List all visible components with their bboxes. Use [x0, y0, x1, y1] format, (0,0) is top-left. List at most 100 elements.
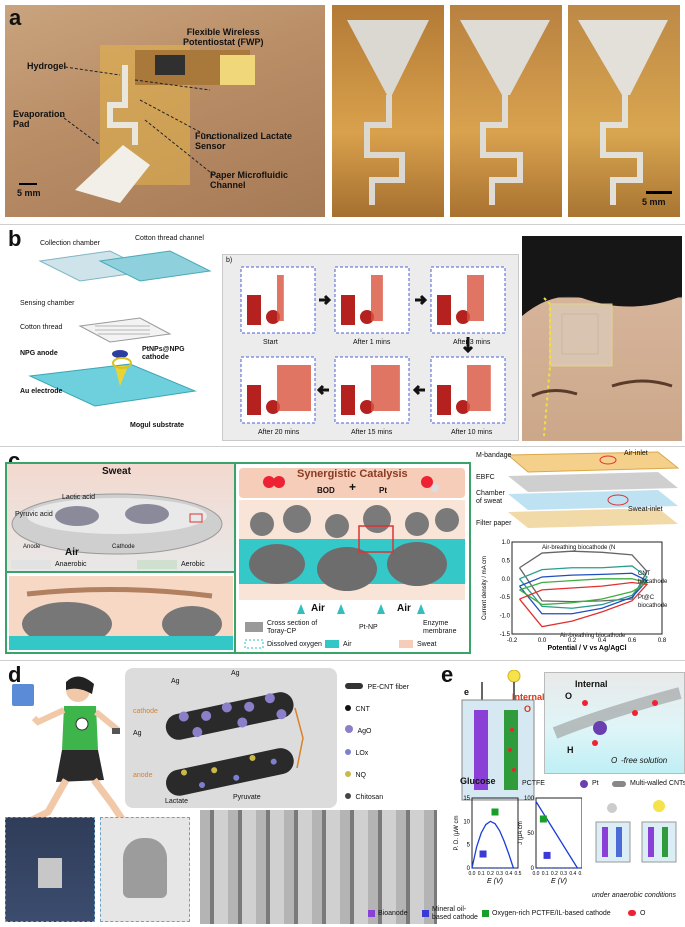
pe-x-tick-label: 0.3: [496, 871, 503, 877]
glove-photo: [100, 817, 190, 922]
channel-illustration-4: [578, 20, 668, 205]
legend-sweat: Sweat: [417, 641, 437, 648]
legend-enzyme: Enzyme membrane: [423, 620, 457, 635]
aerobic-label: Aerobic: [181, 561, 205, 568]
timeline-progress: [467, 365, 491, 411]
timeline-arrow: [415, 294, 428, 306]
step-label-1: Start: [263, 339, 278, 346]
cnt-legend-icon: [612, 781, 626, 787]
o2-free-rest-label: -free solution: [621, 756, 668, 765]
divider-bc: [0, 446, 685, 447]
internal-o2-label: O: [524, 704, 532, 714]
timeline-frames: [240, 266, 506, 424]
step-label-3: After 3 mins: [453, 339, 491, 346]
collection-chamber-annotation: Collection chamber: [40, 240, 100, 247]
divider-ab: [0, 224, 685, 225]
cv-ptc-annotation: Pt@C biocathode: [638, 595, 668, 609]
cv-x-tick-label: 0.2: [568, 638, 577, 644]
cv-y-tick-label: -1.0: [500, 614, 511, 620]
mid-air-label-1: Air: [311, 603, 325, 614]
mineral-label: Mineral oil- based cathode: [432, 906, 478, 921]
cv-x-tick-label: 0.8: [658, 638, 667, 644]
legend-row-cnt: CNT: [345, 698, 370, 716]
lactic-acid-label: Lactic acid: [62, 494, 96, 501]
forehead-illustration: [522, 236, 682, 437]
o2-free-label: O: [611, 756, 618, 765]
panel-a-label: a: [9, 5, 22, 30]
ebfc-label: EBFC: [476, 474, 495, 481]
cv-y-axis-label: Current density / mA cm: [482, 556, 488, 620]
pe-x-tick-label: 0.3: [560, 871, 567, 877]
cv-x-tick-label: -0.2: [507, 638, 518, 644]
hydrogel-annotation: Hydrogel: [27, 61, 67, 71]
pe-x-tick-label: 0.5: [515, 871, 522, 877]
panel-e-label: e: [441, 662, 454, 687]
zoom-illustration: [552, 687, 682, 746]
legend-pctfe: PCTFE: [522, 780, 545, 787]
pe-y-axis-label: P. D. (μW cm: [454, 815, 460, 850]
pe-marker: [539, 815, 547, 823]
mogul-substrate-annotation: Mogul substrate: [130, 422, 185, 429]
legend-ag2o-sub: O: [366, 728, 372, 735]
legend-air: Air: [343, 641, 352, 648]
step-label-2: After 1 mins: [353, 339, 391, 346]
sensing-chamber-annotation: Sensing chamber: [20, 300, 75, 307]
cv-series-2: [518, 565, 648, 609]
h2o-label: H: [567, 745, 574, 755]
pe-x-tick-label: 0.2: [487, 871, 494, 877]
timeline-sensing: [360, 400, 374, 414]
pt-legend-icon: [580, 780, 588, 788]
pe-x-tick-label: 0.4: [569, 871, 576, 877]
timeline-collection: [437, 295, 451, 325]
pe-x-tick-label: 0.4: [505, 871, 512, 877]
left-air-label: Air: [65, 547, 79, 558]
timeline-collection: [437, 385, 451, 415]
pe-marker: [491, 808, 499, 816]
legend-row-pe-cnt: PE-CNT fiber: [345, 676, 409, 694]
zoom-inset: Internal O H O -free solution: [544, 672, 685, 774]
anode-label: anode: [133, 772, 153, 779]
timeline-collection: [247, 385, 261, 415]
timeline-sensing: [266, 400, 280, 414]
forehead-photo: [522, 236, 682, 441]
timeline-collection: [341, 295, 355, 325]
pe-y-tick-label: 100: [524, 796, 535, 802]
paper-channel-annotation: Paper Microfluidic Channel: [210, 170, 289, 190]
cnt-swatch: [345, 705, 351, 711]
legend-ptnp: Pt-NP: [359, 624, 378, 631]
pt-label: Pt: [379, 486, 387, 495]
cv-x-tick-label: 0.4: [598, 638, 607, 644]
ag2o-label-1: Ag: [171, 678, 180, 685]
cv-y-tick-label: 0.5: [502, 558, 511, 564]
left-anode-label: Anode: [23, 544, 41, 550]
cv-cnt-annotation: CNT biocathode: [638, 571, 668, 585]
chitosan-swatch: [345, 793, 351, 799]
panel-c-diagram-frame: Sweat Synergistic Catalysis Lactic acid …: [5, 462, 471, 654]
timeline-progress: [371, 365, 400, 411]
panel-d-legend: PE-CNT fiber CNT AgO LOx NQ Chitosan: [345, 676, 437, 806]
panel-b-timeline: b) Start After 1 mins After 3 mins After…: [222, 254, 519, 441]
step-label-5: After 15 mins: [351, 429, 393, 436]
legend-mwcnt: Multi-walled CNTs: [630, 780, 685, 787]
panel-d: d Ag Ag cathode Ag: [0, 662, 440, 927]
scale-bar-right: [646, 191, 672, 194]
legend-chitosan: Chitosan: [355, 794, 384, 801]
pe-cnt-swatch: [345, 683, 363, 689]
legend-pe-cnt: PE-CNT fiber: [367, 684, 409, 691]
legend-row-lox: LOx: [345, 742, 368, 760]
bioanode-swatch: [368, 910, 375, 917]
pe-series: [471, 820, 515, 869]
ag-label: Ag: [231, 670, 240, 677]
anaerobic-conditions-label: under anaerobic conditions: [592, 892, 677, 899]
au-electrode-annotation: Au electrode: [20, 388, 63, 395]
scale-label-right: 5 mm: [642, 197, 666, 207]
legend-row-ag2o: AgO: [345, 720, 371, 738]
panel-e-area: e Internal O Glucose Internal O H O -fre…: [368, 662, 685, 927]
divider-cd: [0, 660, 685, 661]
panel-a-main-photo: a Flexible Wireless Potentiostat (FWP) H…: [5, 5, 325, 217]
panel-b: b Collection chamber Cotton thread chann…: [0, 226, 685, 444]
panel-a-photo-4: 5 mm: [568, 5, 680, 217]
cv-series-4: [519, 578, 649, 606]
chamber-label: Chamber of sweat: [476, 490, 505, 505]
